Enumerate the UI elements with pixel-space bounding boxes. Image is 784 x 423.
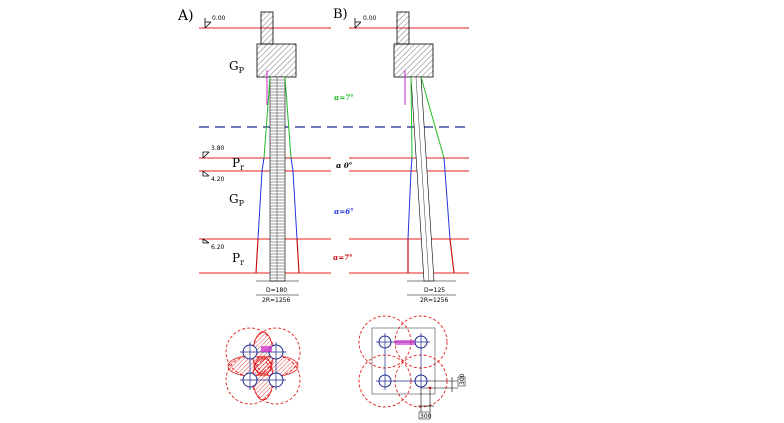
panel-label-a: A) — [177, 8, 194, 24]
soil-layer-lines — [199, 27, 469, 274]
dim-b-d: D=125 — [424, 287, 445, 294]
layer-label-gp-2: GP — [229, 192, 245, 208]
angle-label-blue: α=6° — [334, 207, 354, 216]
layer-label-pr-2: Pr — [232, 251, 244, 267]
elevation-label-620: 6.20 — [211, 244, 225, 251]
angle-label-green: α=7° — [334, 93, 354, 102]
elevation-label-420: 4.20 — [211, 176, 225, 183]
layer-label-pr-1: Pr — [232, 156, 244, 172]
angle-label-red: α=7° — [333, 253, 353, 262]
pile-b — [393, 11, 456, 296]
dim-b-side: 300 — [459, 373, 466, 385]
dim-a-2r: 2R=1256 — [262, 297, 290, 304]
dim-b-bottom: 300 — [420, 413, 432, 420]
plan-view-a — [225, 327, 301, 405]
plan-view-b — [358, 315, 466, 420]
layer-label-gp-1: GP — [229, 59, 245, 75]
elevation-label-380: 3.80 — [211, 145, 225, 152]
dim-a-d: D=180 — [266, 287, 287, 294]
elevation-markers — [202, 18, 362, 244]
pile-a — [255, 11, 300, 296]
panel-label-b: B) — [333, 7, 348, 22]
elevation-label-top-b: 0.00 — [363, 15, 377, 22]
elevation-label-top-a: 0.00 — [212, 15, 226, 22]
angle-label-black: α 0° — [336, 161, 352, 170]
dim-b-2r: 2R=1256 — [420, 297, 448, 304]
